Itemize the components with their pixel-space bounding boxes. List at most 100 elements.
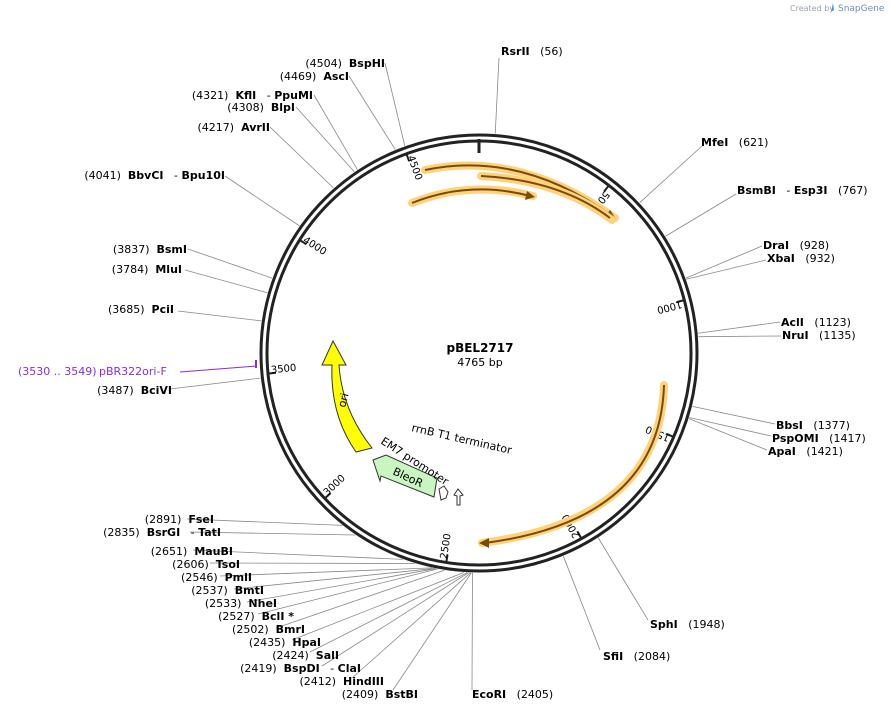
site-bsmbi-label: BsmBI - Esp3I (767) (737, 184, 868, 197)
site-pspomi[interactable]: PspOMI (1417) (772, 432, 866, 445)
ring-tick (603, 184, 610, 193)
site-avrii[interactable]: (4217) AvrII (198, 121, 270, 134)
ring-tick-label: 4000 (301, 235, 328, 258)
site-bcli-label: (2527) BclI * (218, 610, 294, 623)
site-pcii[interactable]: (3685) PciI (108, 303, 174, 316)
site-blpi[interactable]: (4308) BlpI (227, 101, 295, 114)
site-hindiii[interactable]: (2412) HindIII (299, 675, 384, 688)
credit: Created by SnapGene (790, 3, 885, 14)
site-bbsi-label: BbsI (1377) (776, 419, 850, 432)
site-mlui-label: (3784) MluI (112, 263, 182, 276)
site-bbsi[interactable]: BbsI (1377) (776, 419, 850, 432)
site-sfii[interactable]: SfiI (2084) (603, 650, 670, 663)
site-leader-pspomi (689, 417, 772, 437)
site-leader-mfei (639, 145, 703, 204)
ring-tick (576, 531, 583, 540)
primer-range: (3530 .. 3549) (18, 365, 97, 378)
site-leader-bsmi (187, 248, 273, 279)
site-rsrii[interactable]: RsrII (56) (501, 45, 563, 58)
ring-tick-label: 3500 (270, 363, 296, 376)
site-blpi-label: (4308) BlpI (227, 101, 295, 114)
site-bsmbi[interactable]: BsmBI - Esp3I (767) (737, 184, 868, 197)
credit-app: SnapGene (838, 4, 885, 14)
site-leader-bbvci (224, 175, 300, 227)
site-asci[interactable]: (4469) AscI (280, 70, 349, 83)
site-leader-sali (309, 572, 468, 653)
site-sali[interactable]: (2424) SalI (272, 649, 339, 662)
site-ecori-label: EcoRI (2405) (472, 688, 553, 701)
site-drai[interactable]: DraI (928) (763, 239, 829, 252)
primer-leader (179, 365, 257, 373)
site-bmri-label: (2502) BmrI (232, 623, 305, 636)
site-leader-drai (685, 245, 763, 279)
ring-tick (324, 492, 332, 500)
site-tsoi[interactable]: (2606) TsoI (172, 558, 240, 571)
site-bsmi-label: (3837) BsmI (113, 243, 187, 256)
backbone-outer (259, 133, 699, 573)
site-acli[interactable]: AclI (1123) (781, 316, 851, 329)
site-leader-blpi (295, 106, 355, 173)
ring-tick-label: 2500 (439, 533, 454, 560)
site-bsmi[interactable]: (3837) BsmI (113, 243, 187, 256)
site-leader-bsphi (384, 62, 406, 146)
site-fsei[interactable]: (2891) FseI (145, 513, 214, 526)
site-hpai-label: (2435) HpaI (249, 636, 321, 649)
orf-arc-4 (484, 384, 665, 544)
ring-tick-label: 1000 (656, 298, 683, 315)
site-bcivi[interactable]: (3487) BciVI (97, 384, 172, 397)
site-mfei-label: MfeI (621) (701, 136, 768, 149)
site-bsphi-label: (4504) BspHI (305, 57, 385, 70)
site-pmli[interactable]: (2546) PmlI (181, 571, 252, 584)
site-bbvci[interactable]: (4041) BbvCI - Bpu10I (84, 169, 225, 182)
site-leader-hpai (291, 572, 464, 641)
site-mfei[interactable]: MfeI (621) (701, 136, 768, 149)
site-hpai[interactable]: (2435) HpaI (249, 636, 321, 649)
site-maubi[interactable]: (2651) MauBI (151, 545, 233, 558)
primer-pbr322ori-f[interactable]: (3530 .. 3549) pBR322ori-F (18, 360, 257, 378)
orf-arc-4-head-icon (479, 538, 489, 548)
site-xbai-label: XbaI (932) (767, 252, 835, 265)
site-bspdi-label: (2419) BspDI - ClaI (240, 662, 361, 675)
ori-label: ori (335, 392, 351, 409)
site-leader-hindiii (351, 572, 471, 679)
ring-tick (405, 153, 411, 162)
site-pmli-label: (2546) PmlI (181, 571, 252, 584)
site-bstbi[interactable]: (2409) BstBI (342, 688, 418, 701)
site-leader-maubi (192, 549, 403, 560)
site-leader-pmli (219, 567, 432, 577)
site-apai[interactable]: ApaI (1421) (768, 445, 843, 458)
site-apai-label: ApaI (1421) (768, 445, 843, 458)
site-nrui[interactable]: NruI (1135) (782, 329, 856, 342)
site-sali-label: (2424) SalI (272, 649, 339, 662)
site-avrii-label: (4217) AvrII (198, 121, 270, 134)
ring-tick (299, 239, 307, 246)
site-bsphi[interactable]: (4504) BspHI (305, 57, 385, 70)
site-bmti-label: (2537) BmtI (191, 584, 264, 597)
site-xbai[interactable]: XbaI (932) (767, 252, 835, 265)
ring-tick-label: 4500 (405, 154, 424, 182)
site-bsrgi[interactable]: (2835) BsrGI - TatI (103, 526, 221, 539)
site-bspdi[interactable]: (2419) BspDI - ClaI (240, 662, 361, 675)
credit-text: Created by (790, 4, 834, 13)
site-bcli[interactable]: (2527) BclI * (218, 610, 294, 623)
plasmid-name: pBEL2717 (447, 341, 514, 355)
site-kfli[interactable]: (4321) KflI - PpuMI (192, 89, 313, 102)
site-nhei-label: (2533) NheI (205, 597, 277, 610)
site-leader-mlui (184, 269, 268, 294)
site-leader-bcivi (169, 377, 261, 390)
rrnb-label: rrnB T1 terminator (410, 421, 513, 457)
site-leader-tsoi (209, 562, 416, 564)
site-sphi[interactable]: SphI (1948) (650, 618, 725, 631)
site-bmti[interactable]: (2537) BmtI (191, 584, 264, 597)
site-leader-sphi (597, 537, 649, 621)
site-nhei[interactable]: (2533) NheI (205, 597, 277, 610)
site-labels: RsrII (56) MfeI (621) BsmBI - Esp3I (767) D… (84, 45, 867, 701)
site-rsrii-label: RsrII (56) (501, 45, 563, 58)
site-leader-bmri (275, 569, 445, 629)
site-bmri[interactable]: (2502) BmrI (232, 623, 305, 636)
site-leader-sfii (563, 556, 601, 651)
ring-tick (267, 371, 277, 375)
site-maubi-label: (2651) MauBI (151, 545, 233, 558)
site-mlui[interactable]: (3784) MluI (112, 263, 182, 276)
site-ecori[interactable]: EcoRI (2405) (472, 688, 553, 701)
